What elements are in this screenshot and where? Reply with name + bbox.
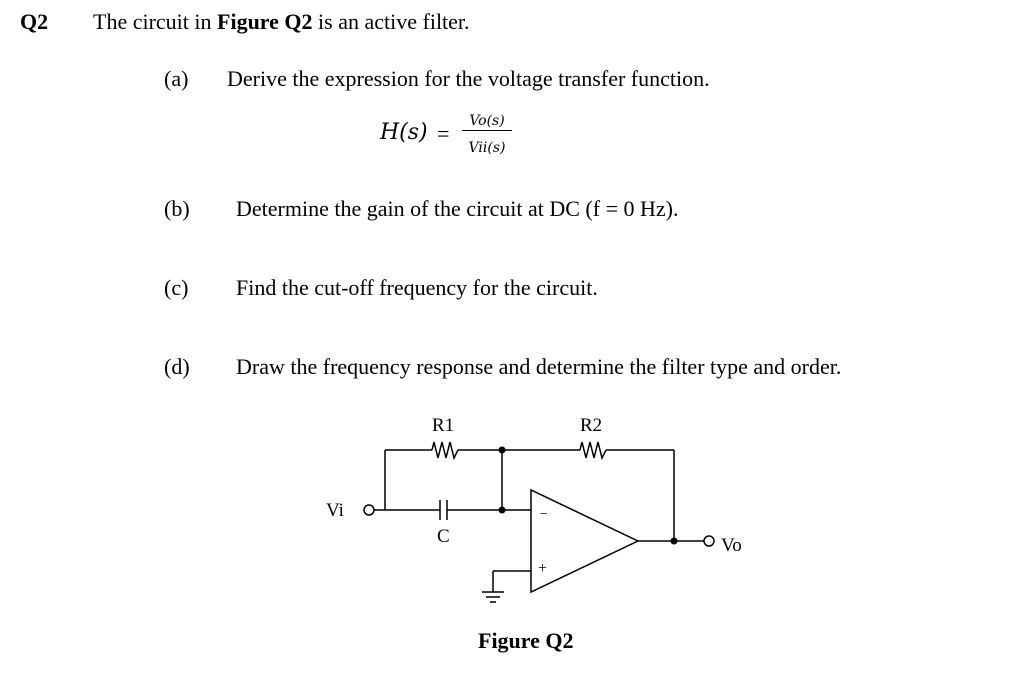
part-d-text: Draw the frequency response and determin… xyxy=(236,354,842,379)
input-terminal xyxy=(363,504,375,516)
junction-top xyxy=(498,446,506,454)
figure-caption: Figure Q2 xyxy=(478,628,574,653)
part-d-label: (d) xyxy=(164,354,190,379)
vo-label: Vo xyxy=(721,535,742,556)
part-c-label: (c) xyxy=(164,275,189,300)
vi-label: Vi xyxy=(326,500,344,521)
resistor-r1 xyxy=(431,441,459,461)
part-a-label: (a) xyxy=(164,66,189,91)
r2-label: R2 xyxy=(580,415,602,436)
junction-output xyxy=(670,537,678,545)
formula-fraction: Vo(s) Vii(s) xyxy=(462,113,512,156)
part-a-text: Derive the expression for the voltage tr… xyxy=(227,66,710,91)
part-b-label: (b) xyxy=(164,196,190,221)
formula-numerator: Vo(s) xyxy=(462,113,512,131)
resistor-r2 xyxy=(579,441,607,461)
formula-denominator: Vii(s) xyxy=(468,140,506,156)
part-c-text: Find the cut-off frequency for the circu… xyxy=(236,275,598,300)
question-intro: The circuit in Figure Q2 is an active fi… xyxy=(93,9,470,34)
minus-sign: − xyxy=(540,507,548,522)
formula-equals: = xyxy=(437,121,450,146)
c-label: C xyxy=(437,526,450,547)
figure-reference: Figure Q2 xyxy=(217,9,313,34)
part-b-text: Determine the gain of the circuit at DC … xyxy=(236,196,679,221)
op-amp xyxy=(530,488,640,594)
r1-label: R1 xyxy=(432,415,454,436)
output-terminal xyxy=(703,535,715,547)
junction-minus xyxy=(498,506,506,514)
formula-lhs: H(s) xyxy=(380,120,428,145)
plus-sign: + xyxy=(538,560,547,577)
question-number: Q2 xyxy=(20,9,49,34)
